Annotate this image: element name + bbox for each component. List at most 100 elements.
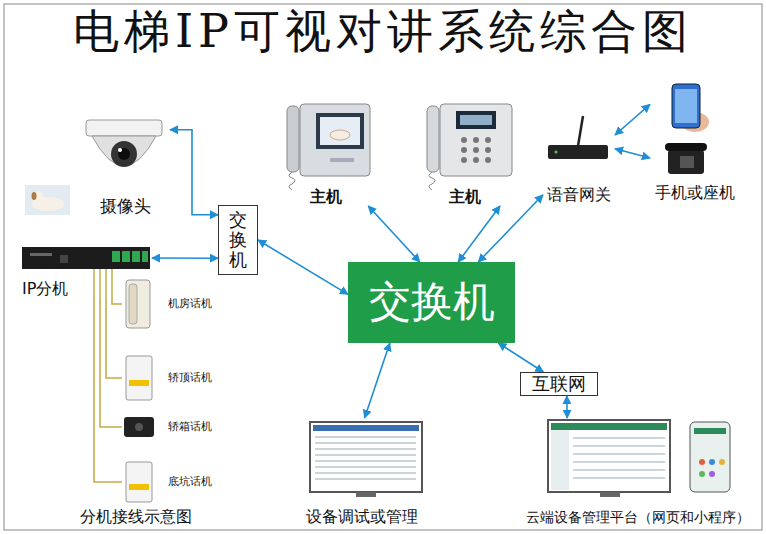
phone-stripe (129, 380, 149, 386)
gateway-node: 语音网关 (543, 112, 615, 204)
station-button (330, 158, 354, 162)
wiring-line (94, 298, 122, 482)
node-text: 轿箱话机 (168, 420, 212, 433)
mobile-phone-icon (672, 84, 709, 132)
node-text: 手机或座机 (655, 183, 735, 202)
node-text: 主机 (449, 187, 481, 206)
monitor-stand (600, 492, 620, 497)
node-text: 摄像头 (100, 196, 151, 216)
mobile-screen (675, 89, 697, 123)
extension-port (60, 255, 68, 263)
phone-body (126, 280, 150, 328)
node-text: 轿顶话机 (168, 371, 212, 384)
link-arrow (458, 206, 500, 262)
pit-phone (126, 462, 152, 502)
gateway-led (555, 151, 558, 154)
wiring-line (100, 298, 122, 427)
switch-box: 交换机 (218, 205, 258, 275)
wiring-caption: 分机接线示意图 (80, 507, 192, 526)
app-icon (699, 471, 705, 477)
terminal (112, 251, 120, 262)
app-icon (699, 459, 705, 465)
station-body (300, 104, 370, 176)
node-text: 互联网 (532, 374, 586, 395)
antenna (578, 116, 583, 146)
phone-body (126, 462, 152, 502)
lens-glint (118, 148, 122, 152)
camera-lens (118, 148, 130, 160)
phone-body (126, 356, 152, 400)
monitor-header (551, 423, 667, 430)
monitor-sidebar (551, 430, 569, 490)
phone-header (694, 428, 726, 434)
wiring-line (106, 298, 122, 378)
cloud-monitor (548, 420, 670, 497)
phone-stripe (129, 484, 149, 490)
wire-stub (105, 269, 107, 298)
phone-node: 轿顶话机 (122, 354, 214, 402)
phone-node: 轿箱话机 (122, 414, 214, 440)
phone-node: 底坑话机 (122, 460, 214, 504)
monitor-frame (548, 420, 670, 492)
screen-dog (330, 130, 350, 140)
extension-mark (30, 253, 52, 256)
node-text: 机房话机 (168, 297, 212, 310)
outer-frame (4, 4, 762, 530)
terminal (142, 251, 148, 262)
node-text: 语音网关 (547, 185, 611, 204)
desk-phone-icon (665, 143, 707, 174)
car-top-phone (126, 356, 152, 400)
node-text: IP分机 (22, 279, 68, 298)
station-screen (316, 113, 364, 149)
desk-phone-keys (680, 156, 694, 168)
camera-lens-ring (111, 141, 137, 167)
wiring-line (112, 298, 122, 304)
node-text: 设备调试或管理 (306, 507, 418, 526)
wire-stub (111, 269, 113, 298)
wire-stub (93, 269, 95, 298)
link-arrow (368, 206, 420, 262)
master-station-node: 主机 (278, 98, 373, 206)
phone-or-landline-node: 手机或座机 (650, 80, 740, 202)
debug-node: 设备调试或管理 (298, 418, 426, 526)
link-arrow (566, 396, 568, 418)
link-arrow (615, 104, 650, 135)
handset-cord (429, 172, 435, 190)
monitor-stand (356, 492, 376, 497)
desk-phone-body (668, 150, 704, 174)
mobile-body (672, 84, 700, 128)
link-arrow (258, 240, 348, 294)
terminal (122, 251, 130, 262)
monitor-rows (573, 438, 665, 478)
photo-ground (25, 185, 70, 215)
monitor-rows (315, 437, 416, 479)
phone-handset (129, 284, 137, 324)
diagram-title: 电梯IP可视对讲系统综合图 (0, 4, 766, 59)
cloud-platform-node: 云端设备管理平台（网页和小程序） (516, 418, 760, 526)
app-icon (709, 459, 715, 465)
mini-program-phone (690, 422, 730, 492)
app-icon (709, 471, 715, 477)
monitor-frame (310, 422, 422, 492)
wire-stub (99, 269, 101, 298)
station-body (440, 104, 512, 176)
link-arrow (615, 149, 650, 158)
link-arrow (152, 257, 218, 259)
audio-master-station (427, 104, 512, 190)
dog-photo (25, 185, 70, 215)
link-arrow (365, 343, 390, 418)
master-station-node: 主机 (415, 98, 515, 206)
extension-body (22, 247, 150, 269)
screen-text (460, 115, 492, 125)
phone-body (124, 417, 154, 437)
core-switch-box: 交换机 (348, 262, 515, 343)
station-handset (287, 106, 299, 172)
node-text: 主机 (310, 187, 342, 206)
video-master-station (287, 104, 370, 190)
internet-box: 互联网 (520, 372, 598, 396)
gateway-body (548, 145, 608, 159)
car-phone (124, 417, 154, 437)
handset-cord (289, 172, 295, 190)
debug-monitor (310, 422, 422, 497)
